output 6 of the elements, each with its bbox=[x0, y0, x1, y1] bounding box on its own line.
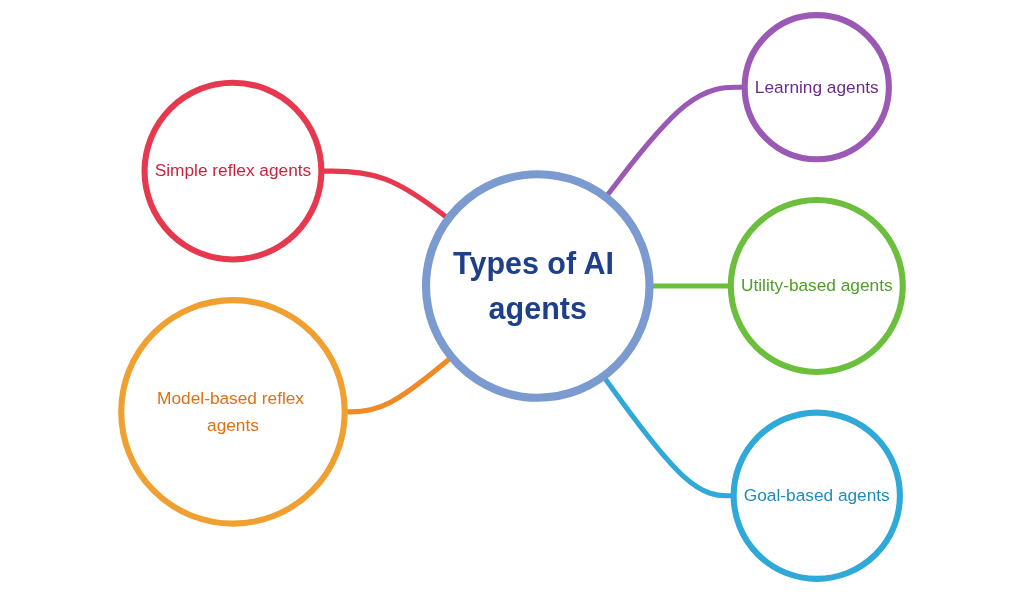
node-circle: Simple reflex agents bbox=[141, 79, 325, 263]
node-circle: Model-based reflex agents bbox=[118, 297, 348, 527]
node-circle: Types of AI agents bbox=[421, 170, 654, 402]
node-circle: Learning agents bbox=[741, 12, 892, 163]
node-circle: Goal-based agents bbox=[730, 409, 903, 582]
node-circle: Utility-based agents bbox=[727, 196, 906, 376]
